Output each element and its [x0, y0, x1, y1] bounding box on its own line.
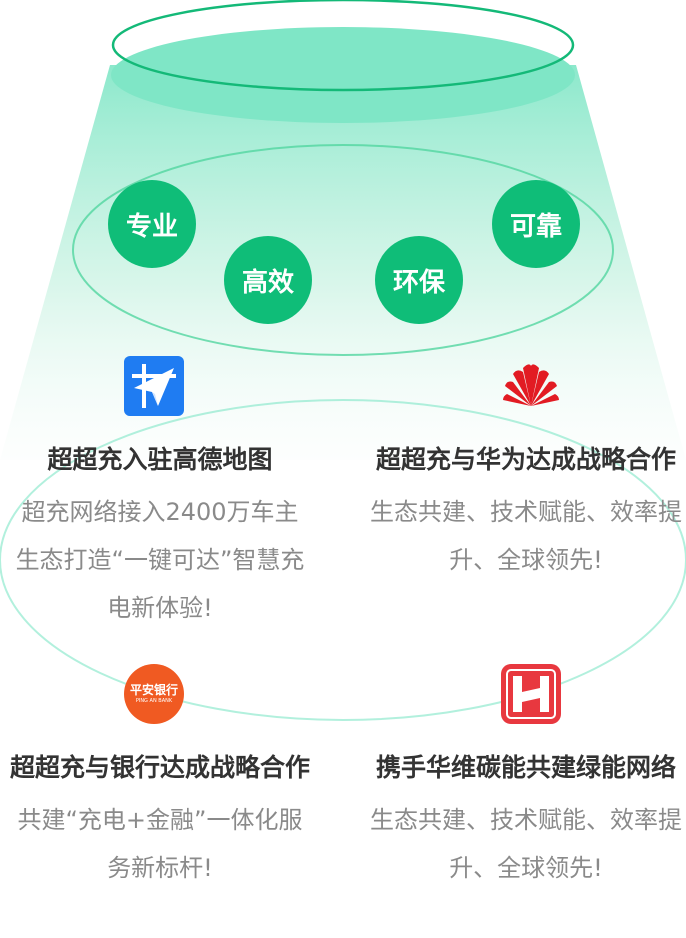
card-huawei-carbon: 携手华维碳能共建绿能网络 生态共建、技术赋能、效率提升、全球领先! — [366, 744, 686, 892]
pingan-logo-cn: 平安银行 — [129, 683, 178, 697]
huawei-carbon-icon — [501, 664, 561, 724]
card-huawei: 超超充与华为达成战略合作 生态共建、技术赋能、效率提升、全球领先! — [366, 436, 686, 584]
pill-eco: 环保 — [375, 236, 463, 324]
card-desc: 生态共建、技术赋能、效率提升、全球领先! — [370, 806, 682, 882]
card-desc: 超充网络接入2400万车主生态打造“一键可达”智慧充电新体验! — [15, 498, 305, 622]
card-gaode: 超超充入驻高德地图 超充网络接入2400万车主生态打造“一键可达”智慧充电新体验… — [0, 436, 320, 632]
card-title: 超超充与银行达成战略合作 — [9, 753, 310, 782]
card-desc: 共建“充电+金融”一体化服务新标杆! — [17, 806, 303, 882]
pingan-logo-en: PING AN BANK — [135, 698, 173, 704]
card-desc: 生态共建、技术赋能、效率提升、全球领先! — [370, 498, 682, 574]
card-bank: 超超充与银行达成战略合作 共建“充电+金融”一体化服务新标杆! — [0, 744, 320, 892]
pill-reliable: 可靠 — [492, 180, 580, 268]
pill-efficient: 高效 — [224, 236, 312, 324]
huawei-icon — [501, 360, 561, 408]
pill-professional: 专业 — [108, 180, 196, 268]
pingan-bank-icon: 平安银行 PING AN BANK — [124, 664, 184, 724]
card-title: 携手华维碳能共建绿能网络 — [375, 753, 676, 782]
card-title: 超超充与华为达成战略合作 — [375, 445, 676, 474]
gaode-map-icon — [124, 356, 184, 416]
card-title: 超超充入驻高德地图 — [47, 445, 273, 474]
